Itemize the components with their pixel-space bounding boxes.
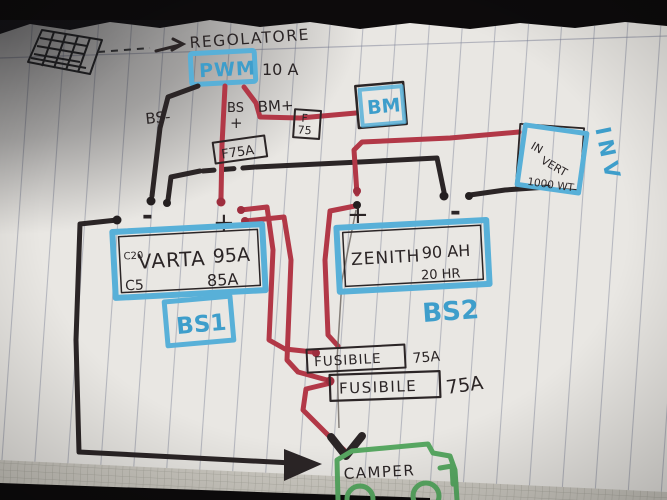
photo-of-wiring-diagram: REGOLATORE PWM 10 A BS- BS + BM+ F75A (0, 0, 667, 500)
wiring-diagram-svg: REGOLATORE PWM 10 A BS- BS + BM+ F75A (0, 0, 667, 500)
photo-vignette (0, 0, 667, 500)
